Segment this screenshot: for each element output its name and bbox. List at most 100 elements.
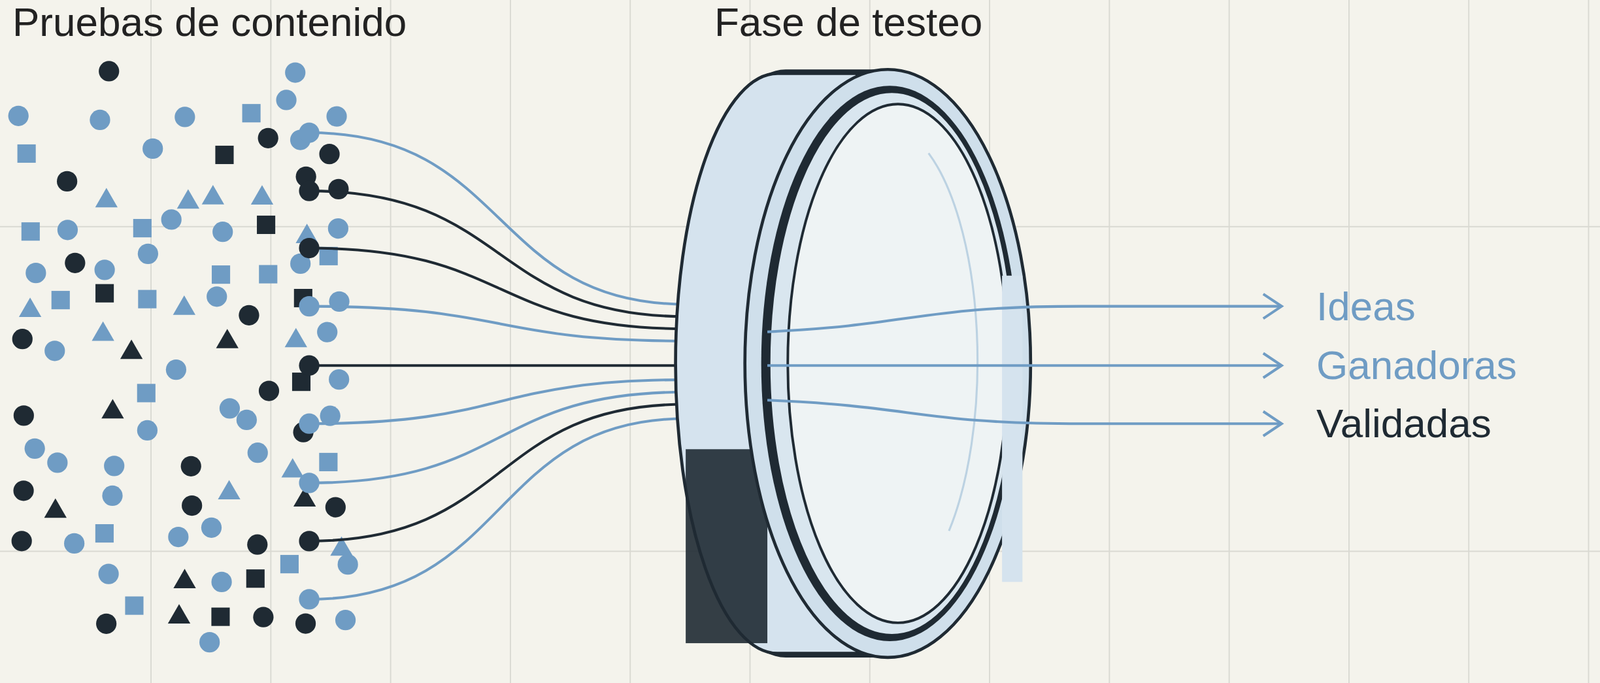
dot bbox=[98, 563, 119, 584]
dot bbox=[11, 530, 33, 551]
dot bbox=[328, 369, 350, 390]
dot bbox=[199, 632, 220, 653]
input-line bbox=[309, 132, 686, 304]
triangle bbox=[91, 321, 114, 342]
triangle bbox=[120, 339, 143, 359]
input-line bbox=[309, 306, 686, 342]
triangle bbox=[201, 184, 225, 205]
dot bbox=[89, 109, 110, 131]
dot bbox=[142, 138, 163, 159]
input-line bbox=[309, 364, 686, 367]
dot bbox=[298, 472, 319, 493]
filter-ring bbox=[675, 69, 1031, 658]
dot bbox=[13, 405, 34, 426]
dot bbox=[236, 409, 257, 431]
dot bbox=[201, 517, 222, 538]
grid-line bbox=[269, 0, 272, 683]
square bbox=[17, 144, 36, 163]
dot bbox=[335, 609, 356, 631]
grid-line bbox=[1348, 0, 1350, 683]
grid-line bbox=[629, 0, 631, 683]
dot bbox=[166, 359, 187, 380]
dot bbox=[96, 613, 117, 634]
dot bbox=[44, 340, 65, 361]
dot bbox=[101, 485, 123, 506]
input-line bbox=[309, 418, 686, 599]
triangle bbox=[101, 399, 124, 419]
triangle bbox=[217, 479, 240, 500]
dot bbox=[137, 243, 159, 265]
dot bbox=[325, 496, 346, 517]
dot bbox=[8, 105, 29, 127]
grid-line bbox=[509, 0, 512, 683]
dot bbox=[212, 221, 233, 242]
dot bbox=[328, 291, 350, 312]
dot bbox=[284, 62, 306, 83]
output-arrows bbox=[767, 294, 1282, 436]
triangle bbox=[250, 184, 274, 205]
converging-lines bbox=[298, 122, 686, 610]
grid-line bbox=[1108, 0, 1110, 683]
square bbox=[246, 569, 265, 588]
dot bbox=[298, 296, 319, 317]
output-label: Validadas bbox=[1316, 403, 1492, 444]
dot bbox=[247, 534, 268, 555]
dot bbox=[298, 355, 319, 376]
dot bbox=[295, 613, 316, 634]
square bbox=[95, 524, 114, 543]
square bbox=[242, 103, 261, 123]
input-line bbox=[309, 392, 686, 484]
square bbox=[215, 145, 234, 165]
triangle bbox=[44, 498, 67, 518]
triangle bbox=[18, 297, 42, 317]
dot bbox=[94, 259, 116, 280]
dot bbox=[238, 305, 259, 326]
dot bbox=[298, 588, 319, 610]
square bbox=[133, 218, 152, 238]
dot bbox=[298, 413, 319, 434]
grid-line bbox=[1228, 0, 1231, 683]
dot bbox=[64, 252, 85, 274]
dot bbox=[318, 143, 340, 165]
dot bbox=[12, 328, 33, 350]
dot bbox=[219, 398, 240, 419]
input-line bbox=[309, 190, 686, 317]
section-heading: Pruebas de contenido bbox=[12, 1, 407, 43]
triangle bbox=[173, 295, 196, 316]
dot bbox=[137, 420, 158, 441]
dot bbox=[316, 321, 338, 342]
square bbox=[318, 452, 338, 472]
dot bbox=[298, 180, 319, 201]
dot bbox=[57, 219, 78, 240]
dot bbox=[337, 554, 359, 575]
triangle bbox=[284, 328, 308, 348]
dot bbox=[298, 122, 319, 143]
dot bbox=[258, 128, 279, 149]
output-label: Ganadoras bbox=[1316, 345, 1517, 386]
dot bbox=[167, 526, 189, 548]
triangle bbox=[177, 189, 200, 210]
dot bbox=[328, 218, 349, 239]
square bbox=[51, 290, 70, 310]
triangle bbox=[167, 603, 191, 624]
dot bbox=[252, 607, 274, 628]
square bbox=[95, 284, 114, 303]
square bbox=[258, 264, 278, 284]
grid-line bbox=[390, 0, 392, 683]
dot bbox=[181, 495, 202, 516]
dot bbox=[103, 455, 125, 476]
square bbox=[137, 383, 156, 402]
grid-line bbox=[150, 0, 152, 683]
square bbox=[280, 554, 299, 574]
dot bbox=[13, 480, 34, 501]
dot bbox=[328, 179, 349, 200]
square bbox=[256, 215, 276, 234]
square bbox=[21, 222, 40, 241]
dot bbox=[326, 105, 347, 127]
dot bbox=[24, 438, 46, 459]
triangle bbox=[281, 458, 304, 478]
dot bbox=[206, 286, 227, 307]
dot bbox=[56, 171, 78, 192]
square bbox=[124, 596, 144, 616]
dot bbox=[181, 456, 202, 477]
